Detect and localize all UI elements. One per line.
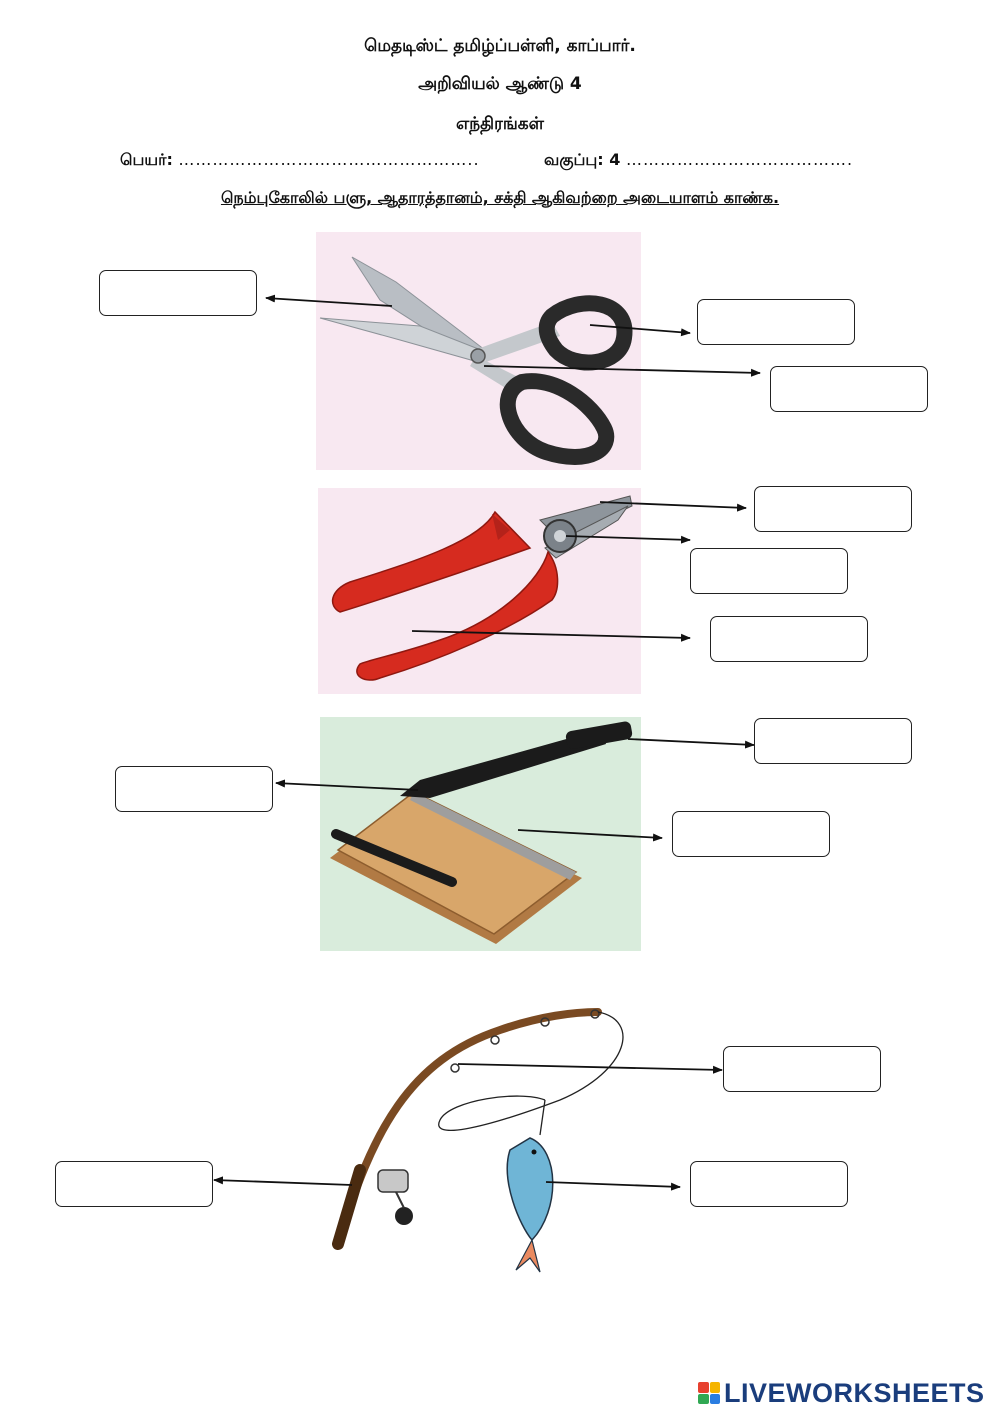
answer-box-rod-3[interactable]	[690, 1161, 848, 1207]
scissors-illustration	[316, 232, 641, 470]
answer-box-rod-2[interactable]	[55, 1161, 213, 1207]
liveworksheets-logo: LIVEWORKSHEETS	[698, 1376, 985, 1410]
instruction: நெம்புகோலில் பளு, ஆதாரத்தானம், சக்தி ஆகி…	[220, 188, 780, 207]
answer-box-rod-1[interactable]	[723, 1046, 881, 1092]
answer-box-scissors-3[interactable]	[770, 366, 928, 412]
subject-line: அறிவியல் ஆண்டு 4	[418, 74, 582, 94]
answer-box-scissors-1[interactable]	[99, 270, 257, 316]
answer-box-scissors-2[interactable]	[697, 299, 855, 345]
class-label: வகுப்பு: 4	[544, 150, 621, 169]
logo-text: LIVEWORKSHEETS	[724, 1377, 985, 1408]
name-field: பெயர்: ……………………………………………..	[120, 150, 480, 171]
topic-title: எந்திரங்கள்	[456, 114, 544, 134]
answer-box-pliers-3[interactable]	[710, 616, 868, 662]
class-dots: ………………………………….	[625, 150, 854, 169]
fishing-rod-illustration	[332, 1008, 624, 1273]
answer-box-pliers-1[interactable]	[754, 486, 912, 532]
class-field: வகுப்பு: 4 ………………………………….	[544, 150, 853, 171]
name-dots: ……………………………………………..	[178, 150, 480, 169]
school-name: மெதடிஸ்ட் தமிழ்ப்பள்ளி, காப்பார்.	[364, 36, 636, 56]
answer-box-pliers-2[interactable]	[690, 548, 848, 594]
answer-box-cutter-1[interactable]	[754, 718, 912, 764]
name-label: பெயர்:	[120, 150, 173, 169]
answer-box-cutter-2[interactable]	[115, 766, 273, 812]
label-arrows	[213, 294, 761, 1191]
pliers-illustration	[318, 488, 641, 694]
answer-box-cutter-3[interactable]	[672, 811, 830, 857]
logo-mark-icon	[698, 1382, 720, 1404]
